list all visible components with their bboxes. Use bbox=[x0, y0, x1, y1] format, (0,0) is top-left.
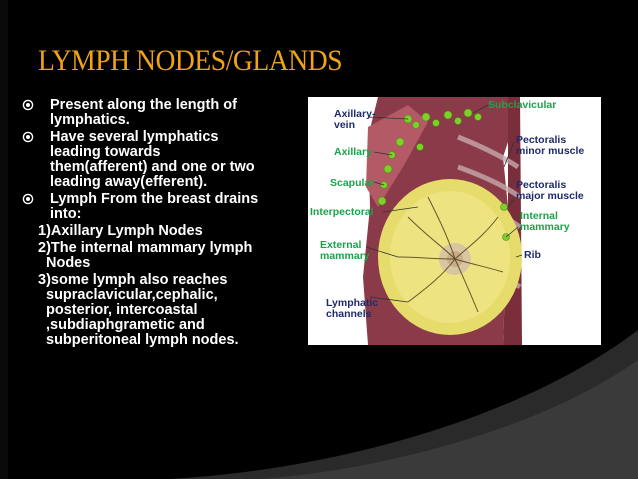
bullet-line: leading towards bbox=[50, 144, 161, 160]
sub-item: 2)The internal mammary lymph Nodes bbox=[20, 241, 308, 271]
sub-item: 3)some lymph also reaches supraclavicula… bbox=[20, 273, 308, 348]
label-external-mammary: External mammary bbox=[320, 240, 370, 262]
label-pectoralis-minor: Pectoralis minor muscle bbox=[516, 135, 584, 157]
circle-bullet-icon bbox=[22, 193, 34, 205]
anatomy-illustration bbox=[308, 97, 601, 345]
bullet-line: into: bbox=[50, 206, 82, 222]
sub-item-line: subperitoneal lymph nodes. bbox=[46, 332, 239, 348]
sub-item-line: 2)The internal mammary lymph bbox=[38, 240, 253, 256]
sub-item-line: 3)some lymph also reaches bbox=[38, 272, 228, 288]
label-line: Lymphatic bbox=[326, 297, 379, 309]
label-line: Pectoralis bbox=[516, 179, 567, 191]
label-line: mammary bbox=[320, 250, 370, 262]
label-line: channels bbox=[326, 308, 372, 320]
circle-bullet-icon bbox=[22, 99, 34, 111]
label-scapular: Scapular bbox=[330, 177, 375, 189]
sub-item-line: supraclavicular,cephalic, bbox=[46, 287, 218, 303]
sub-item-line: 1)Axillary Lymph Nodes bbox=[38, 223, 203, 239]
label-rib: Rib bbox=[524, 249, 541, 261]
bullet-line: leading away(efferent). bbox=[50, 174, 208, 190]
circle-bullet-icon bbox=[22, 131, 34, 143]
label-line: Pectoralis bbox=[516, 134, 567, 146]
slide-title: LYMPH NODES/GLANDS bbox=[38, 44, 343, 77]
label-line: External bbox=[320, 239, 362, 251]
label-line: vein bbox=[334, 119, 356, 131]
label-pectoralis-major: Pectoralis major muscle bbox=[516, 180, 584, 202]
label-line: mammary bbox=[520, 221, 570, 233]
sub-item: 1)Axillary Lymph Nodes bbox=[20, 224, 308, 239]
sub-item-line: ,subdiaphgrametic and bbox=[46, 317, 205, 333]
bullet-line: Lymph From the breast drains bbox=[50, 191, 259, 207]
label-line: Internal bbox=[520, 210, 558, 222]
label-subclavicular: Subclavicular bbox=[488, 99, 557, 111]
label-axillary-vein: Axillary- vein bbox=[334, 109, 375, 131]
sub-item-line: posterior, intercoastal bbox=[46, 302, 198, 318]
label-line: major muscle bbox=[516, 190, 584, 202]
bullet-item: Have several lymphatics leading towards … bbox=[20, 130, 308, 190]
label-line: Axillary- bbox=[334, 108, 376, 120]
breast-lymphatics-diagram: Axillary- vein Axillary Scapular Interpe… bbox=[308, 97, 601, 345]
label-internal-mammary: Internal mammary bbox=[520, 211, 570, 233]
label-axillary: Axillary bbox=[334, 146, 372, 158]
bullet-item: Present along the length of lymphatics. bbox=[20, 98, 308, 128]
bullet-line: Present along the length of bbox=[50, 97, 237, 113]
label-interpectoral: Interpectoral bbox=[310, 206, 374, 218]
bullet-line: Have several lymphatics bbox=[50, 129, 219, 145]
bullet-list: Present along the length of lymphatics. … bbox=[20, 98, 308, 350]
label-lymphatic-channels: Lymphatic channels bbox=[326, 298, 378, 320]
sub-item-line: Nodes bbox=[46, 255, 91, 271]
bullet-line: them(afferent) and one or two bbox=[50, 159, 255, 175]
label-line: minor muscle bbox=[516, 145, 585, 157]
bullet-item: Lymph From the breast drains into: bbox=[20, 192, 308, 222]
bullet-line: lymphatics. bbox=[50, 112, 130, 128]
